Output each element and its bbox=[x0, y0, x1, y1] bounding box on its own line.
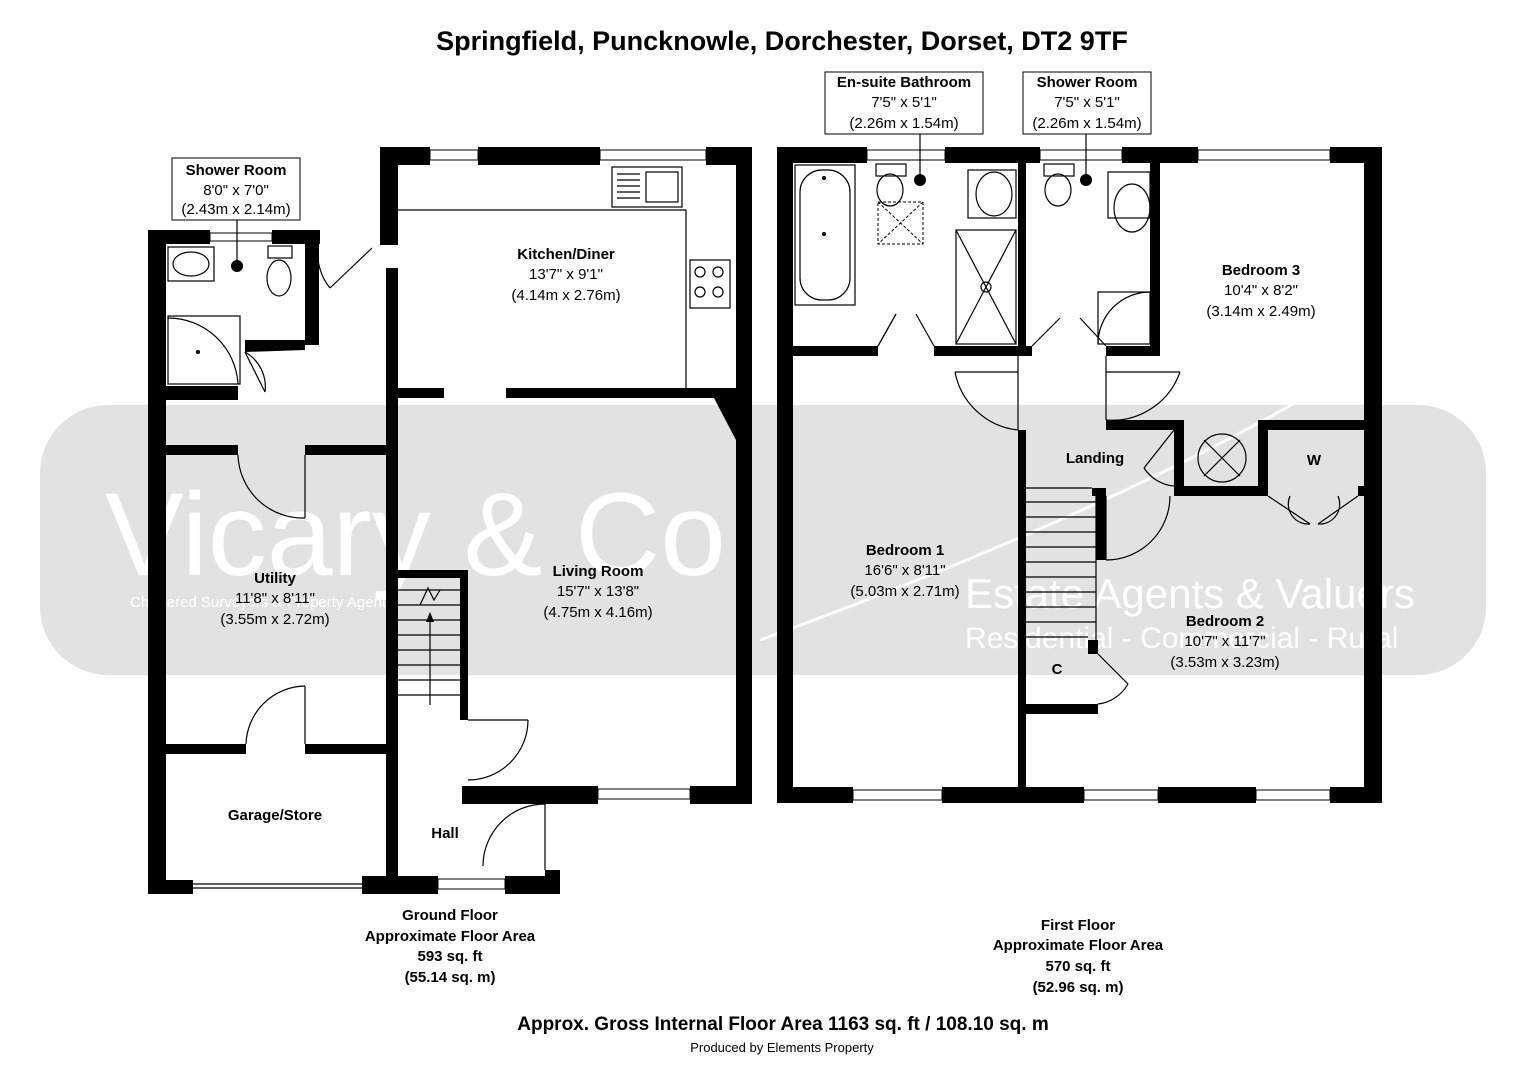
shower-gf-imperial: 8'0" x 7'0" bbox=[203, 182, 269, 199]
utility-metric: (3.55m x 2.72m) bbox=[220, 611, 329, 628]
kitchen-metric: (4.14m x 2.76m) bbox=[511, 287, 620, 304]
bedroom2-imperial: 10'7" x 11'7" bbox=[1184, 633, 1265, 650]
first-floor-sqm: (52.96 sq. m) bbox=[1033, 979, 1124, 996]
bedroom3-name: Bedroom 3 bbox=[1222, 262, 1300, 279]
ground-floor-fittings bbox=[167, 166, 731, 870]
bedroom1-metric: (5.03m x 2.71m) bbox=[850, 583, 959, 600]
bedroom2-metric: (3.53m x 3.23m) bbox=[1170, 654, 1279, 671]
ensuite-imperial: 7'5" x 5'1" bbox=[871, 94, 937, 111]
first-floor-sqft: 570 sq. ft bbox=[1045, 958, 1110, 975]
ground-floor-label: Ground Floor bbox=[402, 907, 498, 924]
kitchen-name: Kitchen/Diner bbox=[517, 246, 615, 263]
bedroom3-metric: (3.14m x 2.49m) bbox=[1206, 303, 1315, 320]
watermark-brand: Vicary & Co bbox=[105, 469, 726, 601]
ground-floor-sqft: 593 sq. ft bbox=[417, 948, 482, 965]
ground-floor-sqm: (55.14 sq. m) bbox=[405, 969, 496, 986]
watermark-tagline-1: Chartered Surveyors & Property Agents bbox=[130, 594, 393, 611]
ensuite-metric: (2.26m x 1.54m) bbox=[849, 115, 958, 132]
landing-name: Landing bbox=[1066, 450, 1124, 467]
living-name: Living Room bbox=[553, 563, 644, 580]
wardrobe-name: W bbox=[1307, 452, 1322, 469]
shower-gf-metric: (2.43m x 2.14m) bbox=[181, 201, 290, 218]
shower-ff-name: Shower Room bbox=[1037, 74, 1138, 91]
ensuite-name: En-suite Bathroom bbox=[837, 74, 971, 91]
kitchen-imperial: 13'7" x 9'1" bbox=[529, 266, 603, 283]
shower-ff-metric: (2.26m x 1.54m) bbox=[1032, 115, 1141, 132]
shower-ff-imperial: 7'5" x 5'1" bbox=[1054, 94, 1120, 111]
watermark-tagline-3: Residential - Commercial - Rural bbox=[965, 622, 1398, 655]
bedroom1-imperial: 16'6" x 8'11" bbox=[864, 562, 945, 579]
watermark: Vicary & Co Chartered Surveyors & Proper… bbox=[40, 398, 1486, 675]
living-metric: (4.75m x 4.16m) bbox=[543, 604, 652, 621]
page-title: Springfield, Puncknowle, Dorchester, Dor… bbox=[436, 26, 1128, 56]
hall-name: Hall bbox=[431, 825, 459, 842]
cupboard-name: C bbox=[1052, 661, 1063, 678]
first-floor-label: First Floor bbox=[1041, 917, 1115, 934]
first-floor-windows bbox=[852, 149, 1331, 801]
first-floor-walls bbox=[777, 147, 1382, 803]
garage-name: Garage/Store bbox=[228, 807, 322, 824]
utility-name: Utility bbox=[254, 570, 296, 587]
bedroom2-name: Bedroom 2 bbox=[1186, 613, 1264, 630]
ground-floor-walls bbox=[148, 147, 752, 894]
bedroom3-imperial: 10'4" x 8'2" bbox=[1224, 282, 1298, 299]
watermark-tagline-2: Estate Agents & Valuers bbox=[965, 570, 1415, 617]
ground-floor-area-label: Approximate Floor Area bbox=[365, 928, 536, 945]
credit: Produced by Elements Property bbox=[690, 1040, 874, 1055]
first-floor-area-label: Approximate Floor Area bbox=[993, 937, 1164, 954]
first-floor-fittings bbox=[794, 125, 1359, 705]
gross-area: Approx. Gross Internal Floor Area 1163 s… bbox=[517, 1014, 1048, 1035]
labels: Springfield, Puncknowle, Dorchester, Dor… bbox=[181, 26, 1322, 1055]
bedroom1-name: Bedroom 1 bbox=[866, 542, 944, 559]
callout-boxes bbox=[171, 71, 1152, 262]
living-imperial: 15'7" x 13'8" bbox=[557, 583, 639, 600]
ground-floor-windows bbox=[193, 149, 707, 890]
shower-gf-name: Shower Room bbox=[186, 162, 287, 179]
utility-imperial: 11'8" x 8'11" bbox=[235, 590, 315, 607]
